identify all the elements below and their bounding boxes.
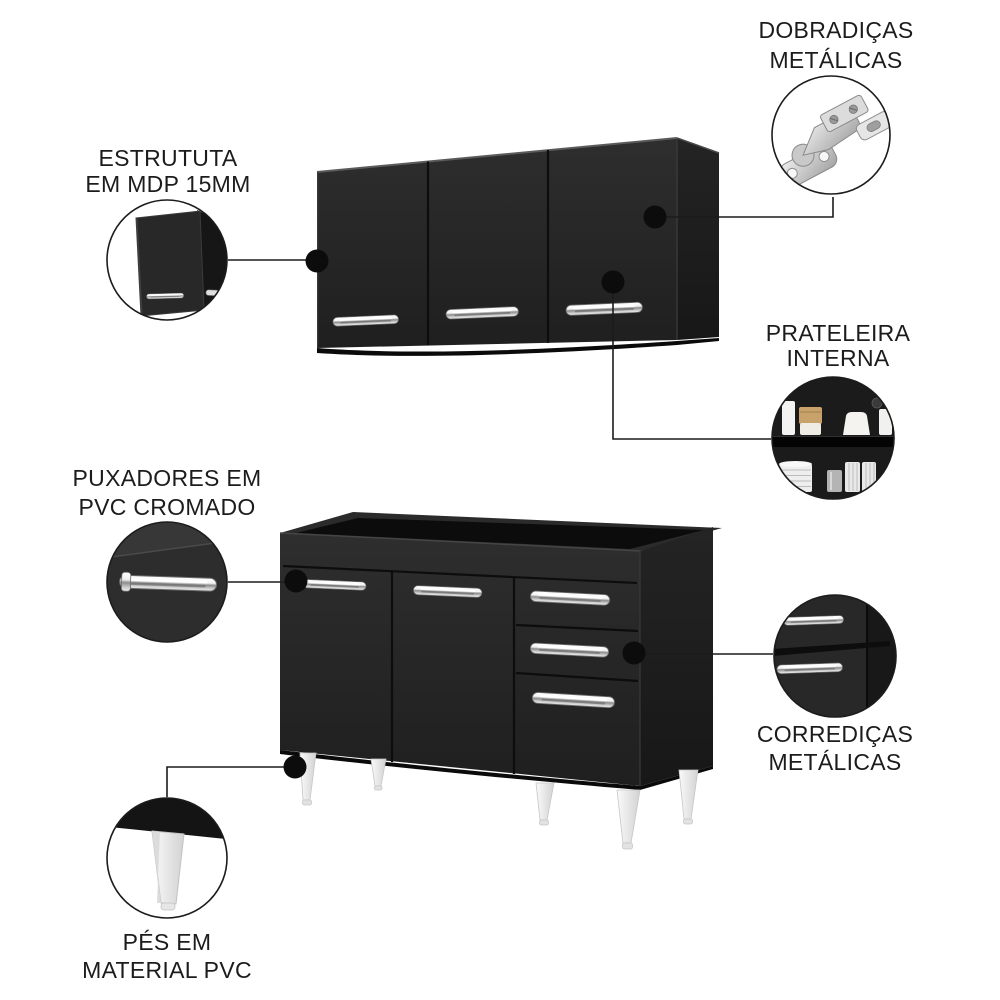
wall-cabinet-side bbox=[677, 138, 719, 340]
callout-dots bbox=[283, 205, 667, 779]
leg-front-left-foot bbox=[302, 799, 312, 806]
hinge-icon bbox=[779, 94, 890, 188]
label-structure-line1: ESTRUTUTA bbox=[99, 145, 238, 171]
label-feet-line1: PÉS EM bbox=[123, 929, 212, 955]
dot-hinges bbox=[643, 205, 667, 229]
base-cabinet-top-opening bbox=[296, 518, 704, 549]
dot-structure bbox=[305, 249, 329, 273]
base-cabinet bbox=[279, 512, 722, 850]
base-cabinet-front bbox=[280, 533, 640, 786]
leg-back-left-foot bbox=[374, 785, 383, 791]
dot-shelf bbox=[601, 270, 625, 294]
connector-hinges bbox=[660, 197, 834, 218]
wall-cabinet-bottom-shadow bbox=[317, 338, 719, 356]
label-slides-line2: METÁLICAS bbox=[768, 749, 901, 775]
label-handles-line1: PUXADORES EM bbox=[73, 465, 262, 491]
leg-back-right bbox=[678, 769, 699, 820]
plate-stack bbox=[779, 461, 812, 492]
leg-back-left bbox=[370, 758, 387, 787]
structure-circle-ring bbox=[106, 199, 228, 321]
leg-front-right-foot bbox=[622, 842, 633, 850]
leg-front-middle bbox=[535, 782, 555, 821]
slides-circle-bg bbox=[774, 595, 896, 717]
label-structure-line2: EM MDP 15MM bbox=[85, 171, 250, 197]
label-feet-line2: MATERIAL PVC bbox=[82, 957, 252, 983]
drawer-divider-2 bbox=[515, 671, 639, 683]
wall-cabinet-top-edge bbox=[316, 137, 678, 173]
drawer-divider-1 bbox=[515, 623, 639, 633]
base-cabinet-top-front-edge bbox=[279, 532, 641, 552]
label-hinges-line1: DOBRADIÇAS bbox=[758, 17, 913, 43]
leg-front-right bbox=[616, 789, 641, 844]
dot-feet bbox=[283, 755, 307, 779]
callout-connectors bbox=[166, 197, 834, 797]
dot-slides bbox=[622, 641, 646, 665]
callout-structure bbox=[106, 199, 228, 321]
callout-feet bbox=[106, 797, 228, 919]
dot-handles bbox=[284, 569, 308, 593]
slides-circle-ring bbox=[773, 594, 897, 718]
callout-handles bbox=[106, 521, 228, 643]
callout-labels: DOBRADIÇAS METÁLICAS ESTRUTUTA EM MDP 15… bbox=[73, 17, 914, 983]
callout-hinges bbox=[771, 75, 891, 195]
connector-shelf bbox=[612, 288, 771, 440]
label-shelf-line2: INTERNA bbox=[786, 345, 889, 371]
label-slides-line1: CORREDIÇAS bbox=[757, 721, 913, 747]
callout-shelf bbox=[771, 376, 895, 500]
hinge-circle-ring bbox=[771, 75, 891, 195]
connector-feet bbox=[166, 766, 290, 797]
base-doors-top-gap bbox=[282, 564, 638, 585]
label-handles-line2: PVC CROMADO bbox=[78, 494, 255, 520]
shelf-icon bbox=[772, 377, 894, 499]
wall-cabinet-front bbox=[317, 138, 677, 348]
base-cabinet-side bbox=[640, 527, 713, 786]
shelf-circle-ring bbox=[771, 376, 895, 500]
label-shelf-line1: PRATELEIRA bbox=[766, 320, 911, 346]
callout-slides bbox=[773, 594, 897, 718]
leg-front-middle-foot bbox=[539, 819, 549, 826]
handles-circle-ring bbox=[106, 521, 228, 643]
wall-cabinet bbox=[316, 137, 720, 356]
wall-cabinet-side-top-edge bbox=[676, 137, 720, 154]
leg-back-right-foot bbox=[683, 818, 693, 825]
label-hinges-line2: METÁLICAS bbox=[769, 47, 902, 73]
feet-circle-ring bbox=[106, 797, 228, 919]
